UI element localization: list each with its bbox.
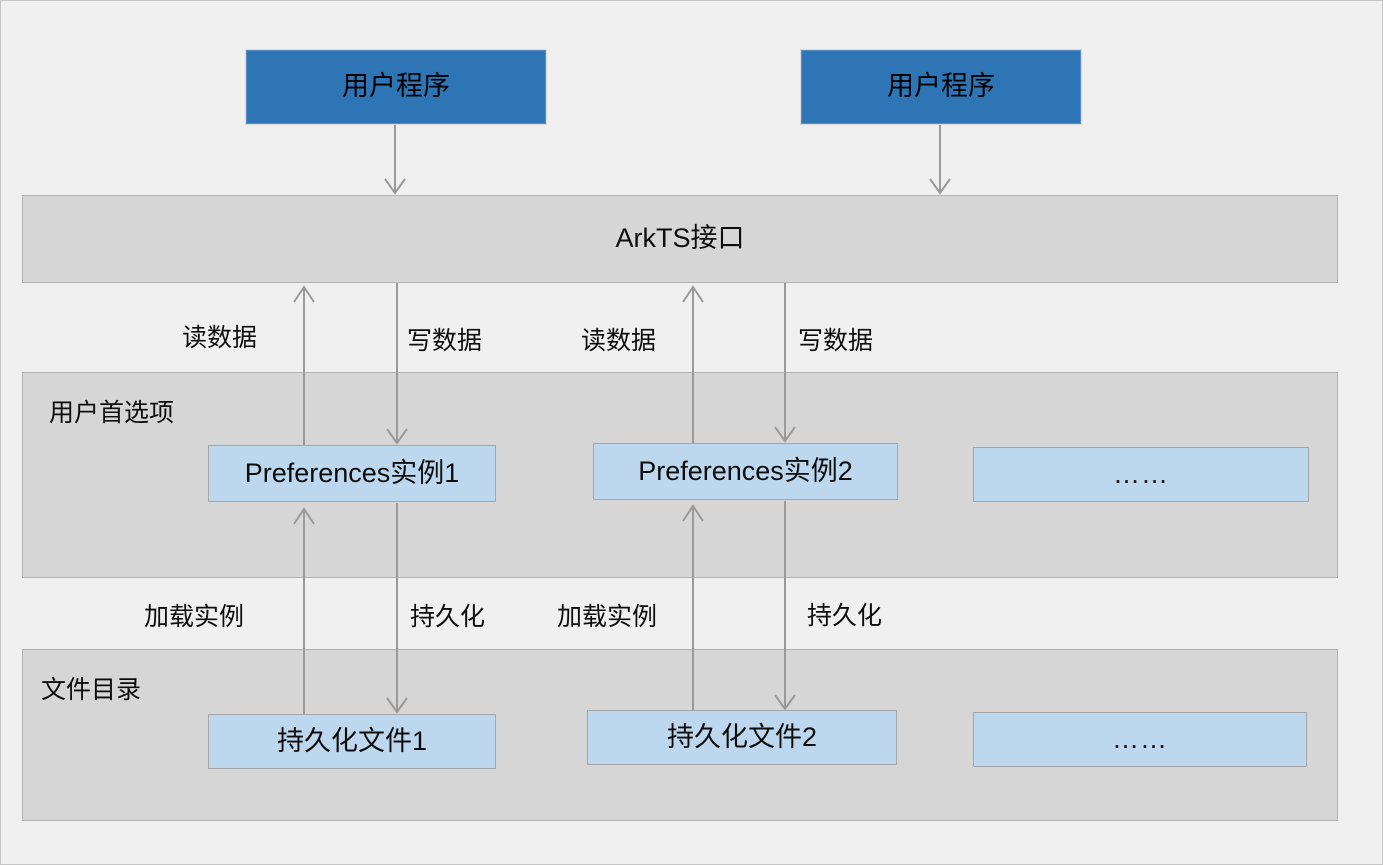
arkts-interface-label: ArkTS接口 <box>615 223 745 254</box>
arrow-label-persist-2: 持久化 <box>807 602 883 630</box>
persistent-file-node-more[interactable]: …… <box>973 712 1307 767</box>
arrow-label-read-1: 读数据 <box>182 324 258 352</box>
arrow-label-load-2: 加载实例 <box>557 603 658 631</box>
arrow-label-write-2: 写数据 <box>798 327 874 355</box>
arrow-label-write-1: 写数据 <box>407 327 483 355</box>
arrow-app1-to-interface <box>384 124 406 195</box>
user-program-node-1[interactable]: 用户程序 <box>246 50 546 124</box>
file-directory-band-title: 文件目录 <box>41 676 142 704</box>
arkts-interface-bar[interactable] <box>22 195 1338 283</box>
arrow-label-read-2: 读数据 <box>581 327 657 355</box>
arrow-label-load-1: 加载实例 <box>144 603 245 631</box>
user-program-node-2[interactable]: 用户程序 <box>801 50 1081 124</box>
arrow-label-persist-1: 持久化 <box>410 603 486 631</box>
persistent-file-node-2[interactable]: 持久化文件2 <box>587 710 897 765</box>
preferences-band-title: 用户首选项 <box>49 399 175 427</box>
preferences-instance-node-2[interactable]: Preferences实例2 <box>593 443 898 500</box>
persistent-file-node-1[interactable]: 持久化文件1 <box>208 714 496 769</box>
preferences-instance-node-more[interactable]: …… <box>973 447 1309 502</box>
preferences-instance-node-1[interactable]: Preferences实例1 <box>208 445 496 502</box>
arrow-app2-to-interface <box>929 124 951 195</box>
